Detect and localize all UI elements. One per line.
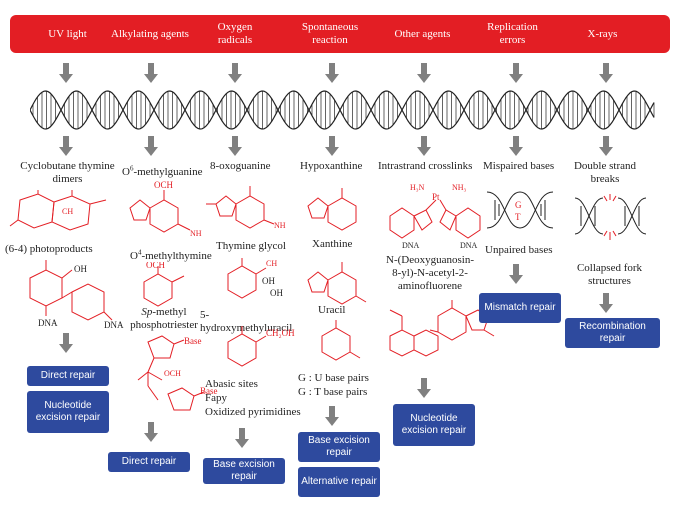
dna-label-a: DNA xyxy=(402,241,420,250)
dsb-dna-icon xyxy=(574,194,647,240)
hmu-structure: CH₂OH xyxy=(227,326,295,367)
down-arrow-icon xyxy=(509,63,523,83)
base-label-a: Base xyxy=(184,336,202,346)
cisplatin-crosslink-structure: H₃N NH₃ Pt DNA DNA xyxy=(389,183,481,250)
alternative-repair-box: Alternative repair xyxy=(298,467,380,497)
dna-helix-icon xyxy=(30,90,655,130)
svg-text:CH: CH xyxy=(62,207,73,216)
hypoxanthine-structure xyxy=(307,188,357,231)
down-arrow-icon xyxy=(144,422,158,442)
agent-replication-errors: Replication errors xyxy=(487,21,538,46)
down-arrow-icon xyxy=(599,63,613,83)
down-arrow-icon xyxy=(325,406,339,426)
down-arrow-icon xyxy=(228,63,242,83)
pt-label: Pt xyxy=(432,192,440,202)
down-arrow-icon xyxy=(417,136,431,156)
mismatch-repair-box: Mismatch repair xyxy=(479,293,561,323)
phosphotriester-label: phosphotriester xyxy=(130,319,198,331)
uracil-label: Uracil xyxy=(318,304,346,316)
mispair-t-label: T xyxy=(515,212,521,222)
aaf-adduct-label: N-(Deoxyguanosin-8-yl)-N-acetyl-2-aminof… xyxy=(386,254,474,292)
ber-box-oxy: Base excision repair xyxy=(203,458,285,484)
thymine-glycol-label: Thymine glycol xyxy=(216,240,286,252)
direct-repair-box-alkyl: Direct repair xyxy=(108,452,190,472)
mispaired-bases-label: Mispaired bases xyxy=(483,160,555,172)
ber-box-spont: Base excision repair xyxy=(298,432,380,462)
svg-text:NH: NH xyxy=(190,229,202,238)
direct-repair-box-uv: Direct repair xyxy=(27,366,109,386)
dna-label-b: DNA xyxy=(460,241,478,250)
down-arrow-icon xyxy=(59,136,73,156)
oh-label: OH xyxy=(270,288,283,298)
gt-base-pairs-label: G : T base pairs xyxy=(298,386,368,398)
svg-text:CH: CH xyxy=(266,259,277,268)
agent-oxygen-radicals: Oxygen radicals xyxy=(217,21,253,46)
svg-text:OH: OH xyxy=(74,264,87,274)
xanthine-label: Xanthine xyxy=(312,238,353,250)
och3-label: OCH xyxy=(164,369,181,378)
aaf-adduct-structure xyxy=(389,300,495,357)
agent-spontaneous: Spontaneous reaction xyxy=(301,21,359,46)
dna-label-b: DNA xyxy=(104,320,124,330)
uracil-structure xyxy=(321,320,361,361)
down-arrow-icon xyxy=(59,333,73,353)
o4-methylthymine-structure: OCH xyxy=(143,262,185,307)
down-arrow-icon xyxy=(325,136,339,156)
down-arrow-icon xyxy=(509,136,523,156)
abasic-sites-label: Abasic sites xyxy=(205,378,258,390)
h3n-label: H₃N xyxy=(410,183,425,192)
oxoguanine-structure: NH xyxy=(206,186,286,230)
thymine-dimer-structure: CH xyxy=(9,190,107,231)
xanthine-structure xyxy=(307,262,367,305)
photoproduct-structure: OH DNA DNA xyxy=(29,260,124,330)
o6-methylguanine-label: O6-methylguanine xyxy=(122,164,203,178)
ch2oh-label: CH₂OH xyxy=(266,328,295,338)
down-arrow-icon xyxy=(59,63,73,83)
agent-header-bar xyxy=(10,15,670,53)
down-arrow-icon xyxy=(144,63,158,83)
cyclobutane-dimers-label: Cyclobutane thymine dimers xyxy=(20,160,115,185)
agent-other: Other agents xyxy=(394,27,451,40)
collapsed-fork-label: Collapsed fork structures xyxy=(576,262,643,287)
mispair-g-label: G xyxy=(515,200,522,210)
down-arrow-icon xyxy=(228,136,242,156)
ner-box-uv: Nucleotide excision repair xyxy=(27,391,109,433)
agent-alkylating: Alkylating agents xyxy=(111,27,189,40)
down-arrow-icon xyxy=(325,63,339,83)
photoproducts-label: (6-4) photoproducts xyxy=(5,243,93,255)
recombination-repair-box: Recombination repair xyxy=(565,318,660,348)
down-arrow-icon xyxy=(599,136,613,156)
oxoguanine-label: 8-oxoguanine xyxy=(210,160,271,172)
down-arrow-icon xyxy=(235,428,249,448)
mispaired-dna-icon: G T xyxy=(486,191,554,229)
unpaired-bases-label: Unpaired bases xyxy=(485,244,553,256)
down-arrow-icon xyxy=(509,264,523,284)
double-strand-breaks-label: Double strand breaks xyxy=(573,160,636,185)
fapy-label: Fapy xyxy=(205,392,227,404)
agent-x-rays: X-rays xyxy=(587,27,618,40)
o4-methylthymine-label: O4-methylthymine xyxy=(130,248,212,262)
oxidized-pyrimidines-label: Oxidized pyrimidines xyxy=(205,406,301,418)
agent-uv-light: UV light xyxy=(48,27,87,40)
o6-methylguanine-structure: OCH NH xyxy=(129,180,202,238)
sp-methyl-label: Sp-methyl xyxy=(141,306,187,318)
intrastrand-crosslinks-label: Intrastrand crosslinks xyxy=(378,160,473,172)
down-arrow-icon xyxy=(599,293,613,313)
thymine-glycol-structure: CH OH OH xyxy=(227,258,283,299)
ner-box-other: Nucleotide excision repair xyxy=(393,404,475,446)
down-arrow-icon xyxy=(417,378,431,398)
oh-label: OH xyxy=(262,276,275,286)
dna-label-a: DNA xyxy=(38,318,58,328)
down-arrow-icon xyxy=(417,63,431,83)
phosphotriester-structure: Base OCH Base xyxy=(137,335,218,411)
svg-text:NH: NH xyxy=(274,221,286,230)
down-arrow-icon xyxy=(144,136,158,156)
gu-base-pairs-label: G : U base pairs xyxy=(298,372,369,384)
och3-label: OCH xyxy=(154,180,174,190)
nh3-label: NH₃ xyxy=(452,183,467,192)
hmu-label: 5-hydroxymethyluracil xyxy=(200,309,293,334)
hypoxanthine-label: Hypoxanthine xyxy=(300,160,363,172)
och3-label: OCH xyxy=(146,262,166,270)
base-label-b: Base xyxy=(200,386,218,396)
